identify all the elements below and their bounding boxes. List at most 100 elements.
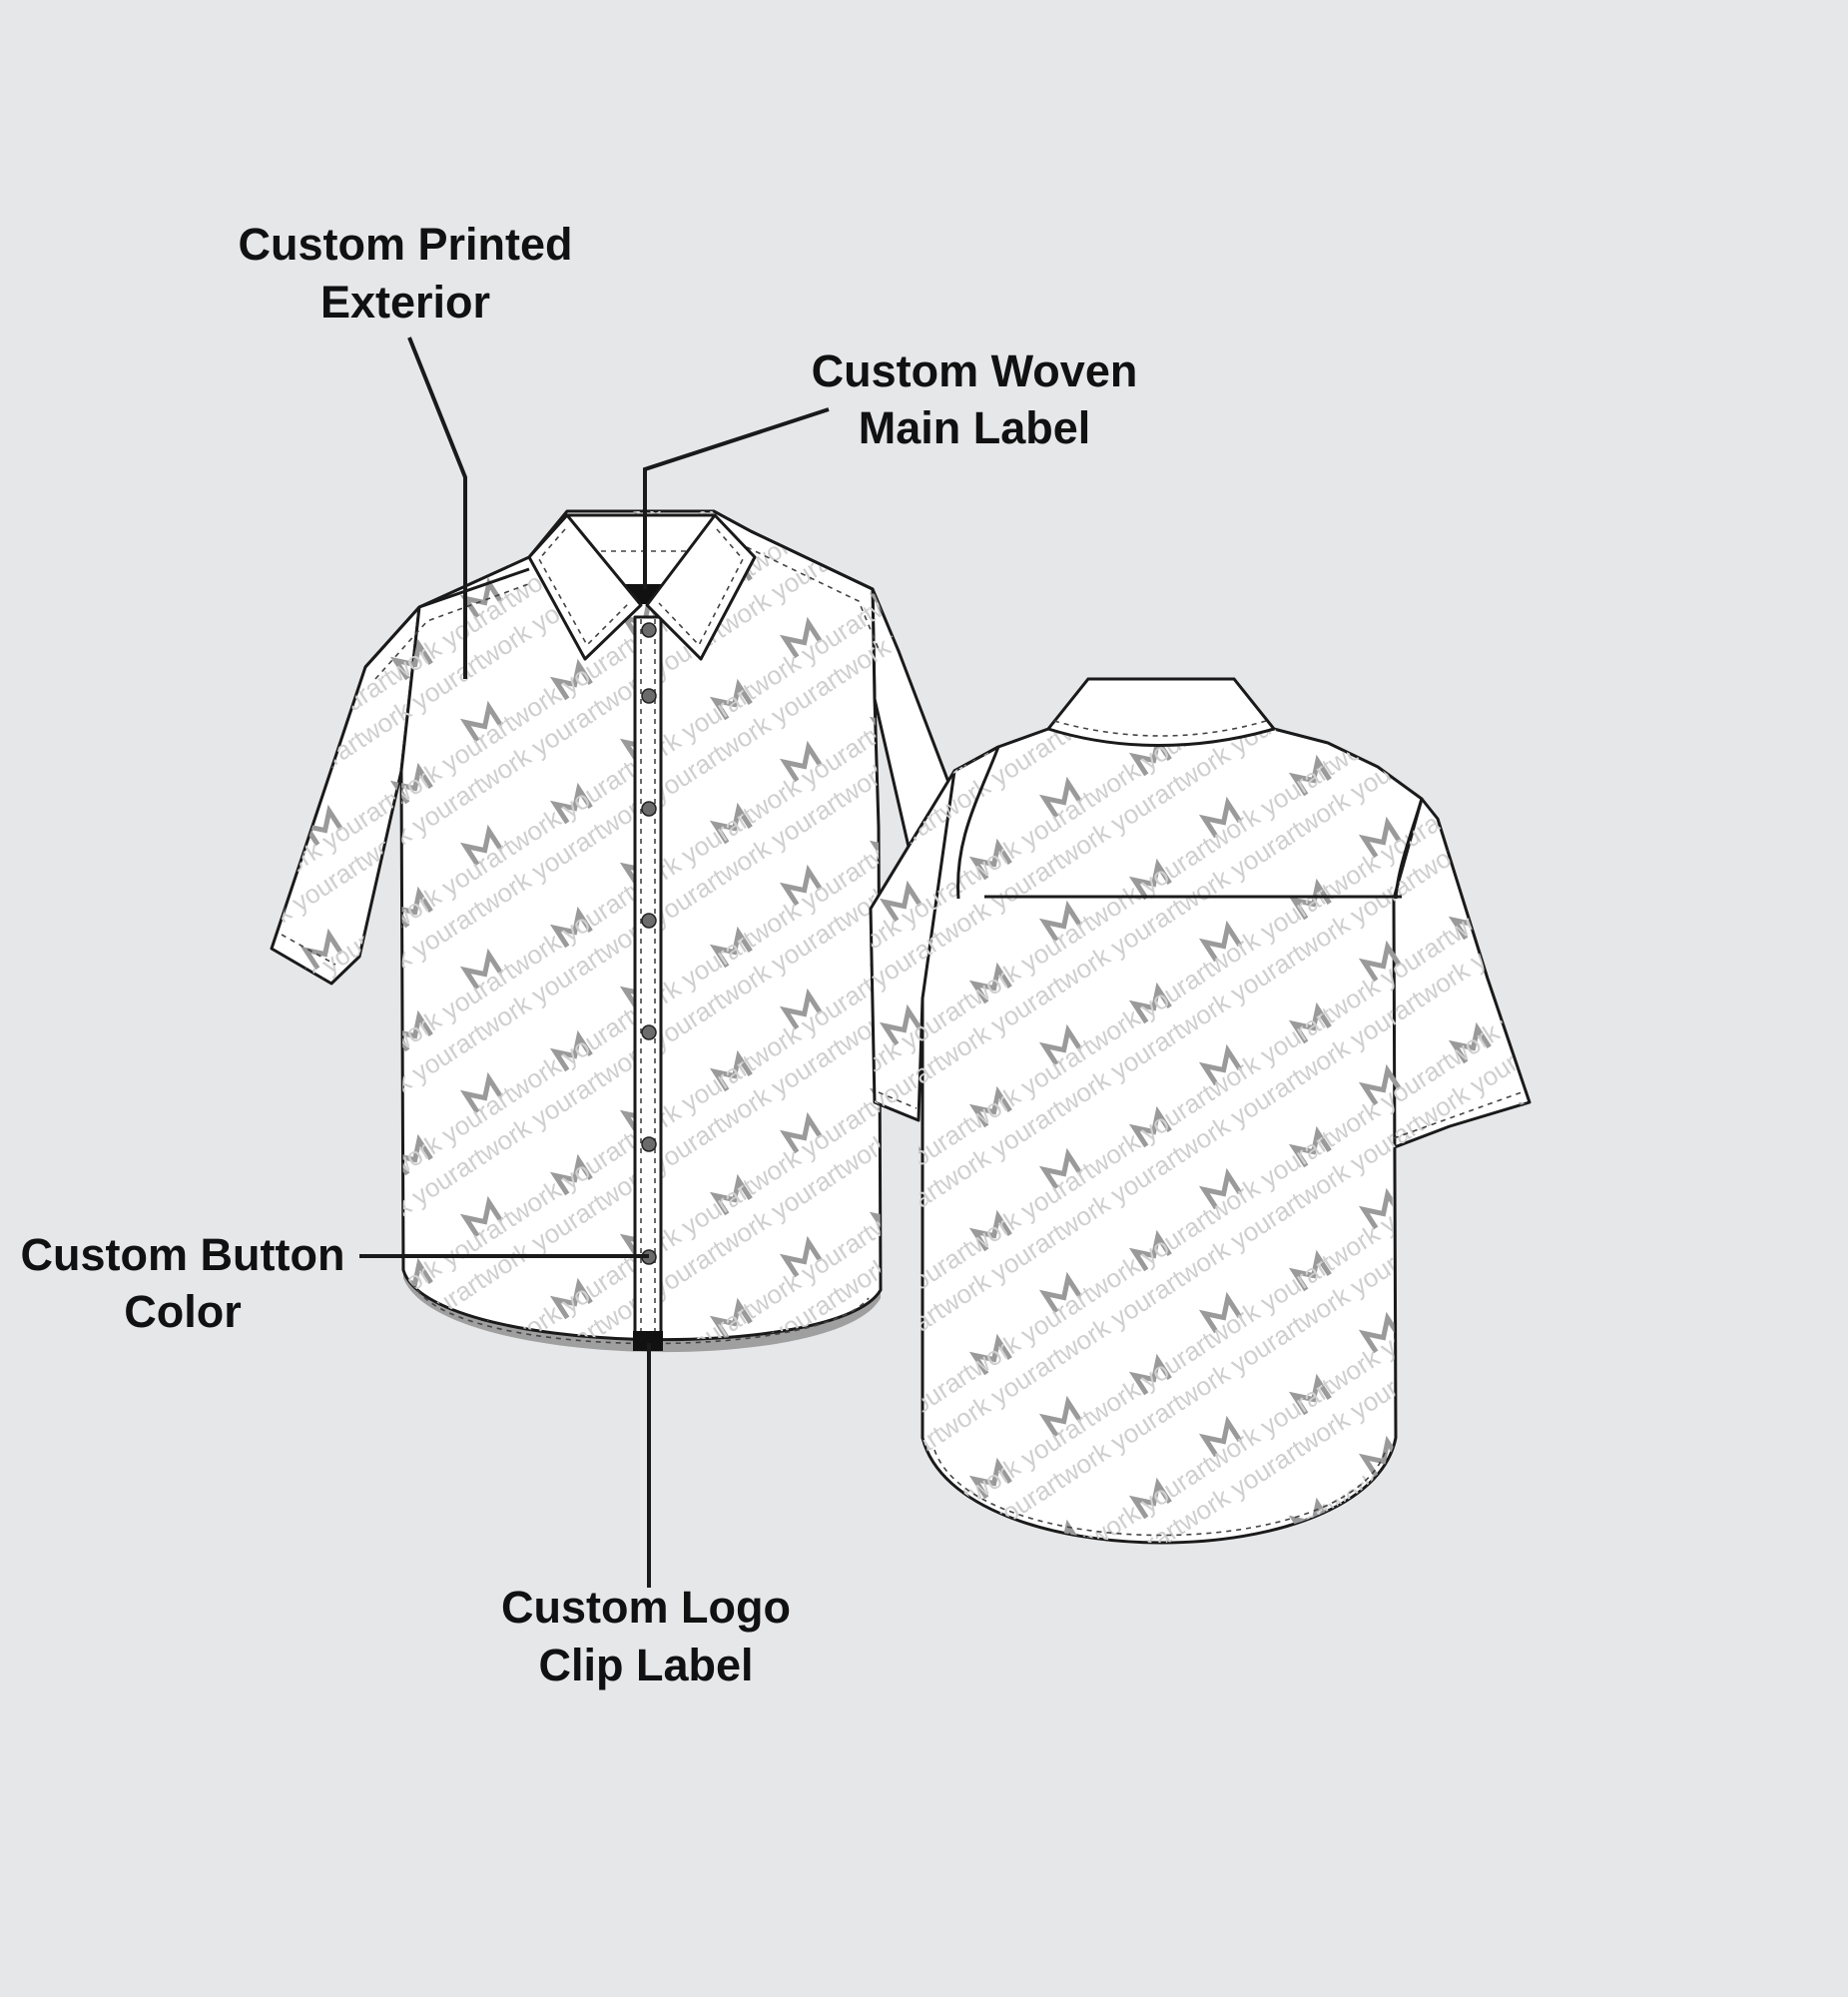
monogram-mark (1128, 858, 1172, 901)
monogram-mark (1128, 734, 1172, 777)
monogram-mark (885, 1877, 920, 1911)
monogram-mark (1613, 429, 1648, 463)
monogram-mark (1294, 513, 1329, 547)
back-right-sleeve-hem (1393, 1091, 1523, 1139)
button (641, 913, 657, 929)
monogram-mark (1518, 836, 1530, 879)
monogram-mark (879, 1003, 923, 1046)
monogram-mark (974, 1835, 1009, 1869)
monogram-mark (1104, 168, 1139, 202)
callout-logo-clip: Custom Logo Clip Label (501, 1582, 791, 1690)
callout-printed-exterior: Custom Printed Exterior (238, 219, 572, 328)
monogram-mark (1038, 1519, 1082, 1543)
monogram-mark (974, 1959, 1009, 1993)
monogram-mark (1288, 754, 1332, 797)
monogram-mark (306, 1430, 340, 1464)
monogram-mark (815, 1568, 850, 1602)
monogram-mark (1128, 1353, 1172, 1396)
back-armhole-left (956, 746, 1000, 900)
leader-printed-exterior (407, 336, 467, 679)
monogram-mark (465, 1450, 500, 1484)
monogram-mark (236, 1863, 271, 1897)
monogram-mark (236, 1368, 271, 1402)
callout-printed-exterior-line1: Custom Printed (238, 219, 572, 270)
button (641, 688, 657, 704)
back-armhole-right (1394, 798, 1424, 900)
monogram-mark (879, 1499, 923, 1542)
monogram-mark (549, 782, 593, 825)
monogram-mark (272, 990, 274, 1032)
monogram-mark (968, 1085, 1012, 1128)
monogram-mark (236, 1616, 271, 1650)
monogram-mark (974, 1588, 1009, 1622)
monogram-mark (779, 616, 823, 659)
collar-right (645, 513, 757, 661)
monogram-mark (1364, 575, 1399, 609)
monogram-mark (1204, 1793, 1239, 1827)
monogram-mark (1683, 367, 1718, 401)
monogram-mark (875, 210, 910, 244)
monogram-mark (306, 1554, 340, 1588)
monogram-mark (1294, 1628, 1329, 1662)
monogram-mark (1358, 1187, 1402, 1230)
callout-printed-exterior-line2: Exterior (320, 277, 490, 328)
monogram-mark (395, 1759, 430, 1793)
front-yoke-seam-right (750, 529, 874, 591)
monogram-mark (879, 1375, 923, 1418)
monogram-mark (1038, 1395, 1082, 1438)
monogram-mark (1128, 982, 1172, 1024)
monogram-mark (459, 576, 503, 619)
callout-button-color-line2: Color (124, 1286, 242, 1337)
monogram-mark (555, 1532, 590, 1566)
callout-woven-label: Custom Woven Main Label (812, 345, 1138, 453)
monogram-mark (1613, 677, 1648, 711)
callout-logo-clip-line2: Clip Label (538, 1640, 753, 1690)
monogram-mark (555, 417, 590, 451)
monogram-mark (785, 1366, 820, 1400)
button (641, 801, 657, 817)
print-row: yourartwork yourartwork yourartwork your… (167, 1296, 1016, 1862)
monogram-mark (1613, 306, 1648, 339)
button (641, 622, 657, 638)
monogram-mark (1198, 1167, 1242, 1210)
monogram-mark (944, 272, 979, 306)
monogram-mark (1683, 863, 1718, 897)
monogram-mark (709, 926, 753, 969)
monogram-mark (395, 1636, 430, 1669)
monogram-mark (715, 1428, 750, 1462)
monogram-mark (1448, 1021, 1492, 1064)
back-body (921, 677, 1424, 1545)
back-collar (1046, 677, 1276, 747)
collar-left (527, 513, 643, 661)
monogram-mark (1038, 900, 1082, 943)
monogram-mark (300, 1051, 343, 1094)
monogram-mark (709, 1173, 753, 1216)
monogram-mark (1683, 1110, 1718, 1144)
leader-woven-label (643, 407, 830, 589)
monogram-mark (879, 880, 923, 923)
monogram-mark (709, 802, 753, 845)
monogram-mark (1683, 987, 1718, 1020)
monogram-mark (1524, 595, 1558, 629)
monogram-mark (1034, 601, 1069, 635)
monogram-mark (1044, 1773, 1079, 1807)
monogram-mark (1204, 1669, 1239, 1703)
monogram-mark (779, 988, 823, 1030)
back-hem-stitch (933, 1449, 1387, 1537)
monogram-mark (1448, 679, 1492, 693)
monogram-mark (300, 1299, 343, 1340)
monogram-mark (1454, 409, 1489, 443)
monogram-mark (1613, 1296, 1648, 1330)
monogram-mark (1683, 739, 1718, 773)
monogram-mark (779, 1235, 823, 1278)
front-buttons (641, 622, 657, 1265)
monogram-mark (815, 1444, 850, 1478)
front-yoke-stitch-left (374, 582, 532, 680)
monogram-mark (549, 658, 593, 701)
monogram-mark (272, 618, 274, 661)
monogram-mark (709, 678, 753, 721)
monogram-mark (1454, 1648, 1489, 1681)
front-yoke-stitch-right (746, 546, 880, 650)
monogram-mark (1683, 1234, 1718, 1268)
